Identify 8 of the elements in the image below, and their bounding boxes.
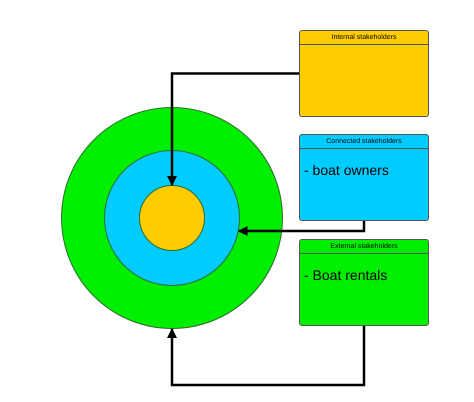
card-text: - boat owners [303, 161, 390, 180]
stakeholder-card [299, 134, 429, 221]
arrow [167, 72, 299, 186]
arrow [167, 326, 366, 386]
card-text: - Boat rentals [303, 266, 388, 285]
stakeholder-card [299, 239, 429, 326]
arrow [238, 221, 366, 236]
stakeholder-card [299, 30, 429, 117]
